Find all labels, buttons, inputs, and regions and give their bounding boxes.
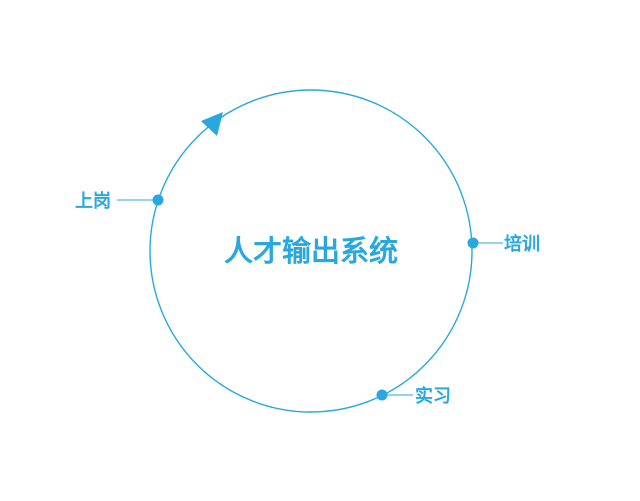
node-shanggang-label: 上岗: [75, 190, 111, 212]
node-shanggang-dot: [152, 194, 164, 206]
node-shixi-label: 实习: [415, 385, 451, 407]
center-title: 人才输出系统: [224, 234, 398, 268]
cycle-ring: [149, 89, 473, 413]
node-peixun: 培训: [467, 233, 540, 255]
node-peixun-dot: [467, 237, 479, 249]
node-peixun-label: 培训: [504, 233, 540, 255]
node-shanggang: 上岗: [75, 190, 164, 212]
node-shixi: 实习: [376, 385, 451, 407]
triangle-arrow-icon: [201, 112, 223, 136]
node-shixi-dot: [376, 389, 388, 401]
